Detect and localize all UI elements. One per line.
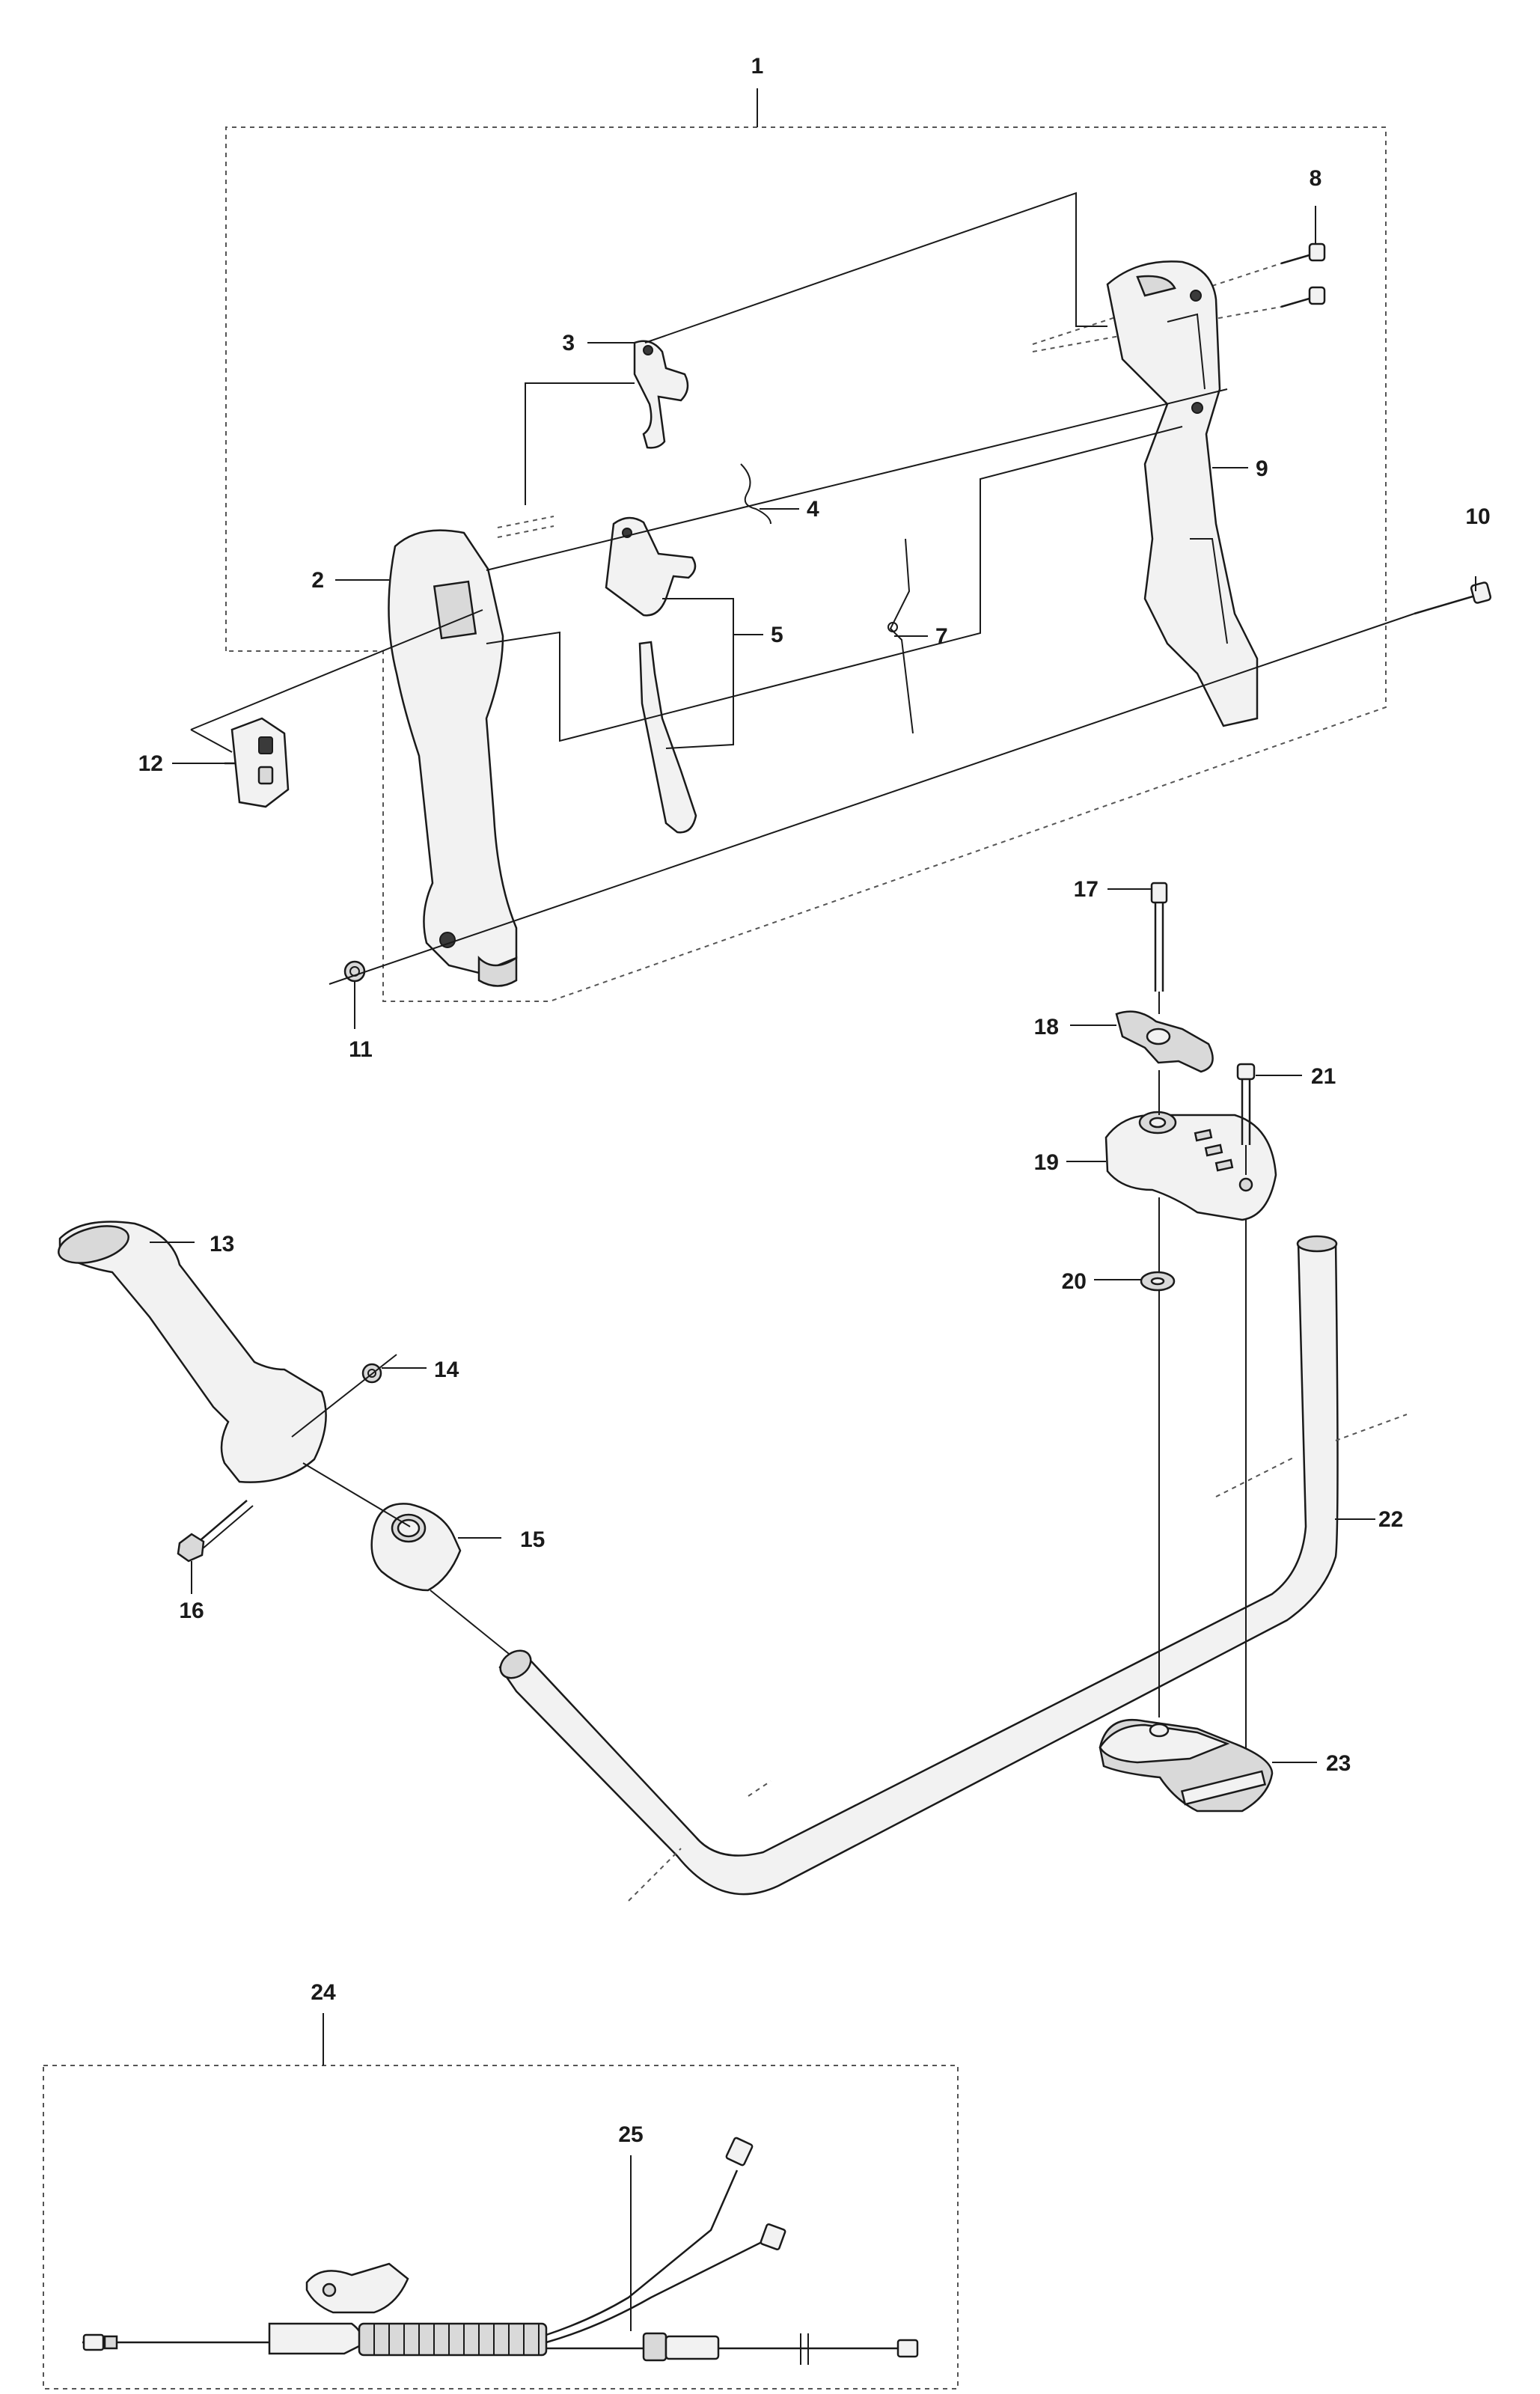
label-10: 10	[1465, 504, 1490, 529]
wing-knob	[1115, 1010, 1214, 1073]
front-grip	[58, 1221, 327, 1483]
label-7: 7	[935, 624, 948, 649]
harness-spiral-wrap	[358, 2322, 548, 2357]
upper-clamp	[1104, 1111, 1277, 1221]
rear-handle-right-half	[1106, 260, 1259, 727]
label-18: 18	[1034, 1015, 1059, 1039]
label-24: 24	[311, 1980, 336, 2005]
grip-clamp	[370, 1503, 462, 1592]
label-11: 11	[349, 1037, 373, 1062]
label-22: 22	[1378, 1507, 1403, 1532]
callout-leaders	[150, 206, 1476, 2331]
callout-labels: 1 2 3 4 5 7 8 9 10 11 12 13 14 15 16 17 …	[138, 54, 1491, 2147]
stop-switch	[224, 717, 290, 808]
throttle-trigger	[605, 516, 697, 617]
label-15: 15	[520, 1527, 545, 1552]
label-2: 2	[311, 568, 324, 593]
label-20: 20	[1062, 1269, 1087, 1294]
label-4: 4	[807, 497, 819, 522]
assembly-1-boundary	[225, 126, 1387, 1002]
throttle-lever	[638, 641, 697, 834]
label-5: 5	[771, 623, 783, 647]
throttle-lock	[633, 340, 689, 449]
label-17: 17	[1074, 877, 1099, 902]
label-13: 13	[210, 1232, 234, 1256]
label-23: 23	[1326, 1751, 1351, 1776]
rear-handle-left-half	[388, 529, 518, 987]
clamp-screw	[1236, 1063, 1256, 1145]
wiring-harness	[82, 2137, 919, 2365]
lower-clamp	[1099, 1718, 1274, 1813]
loop-handle-tube	[498, 1235, 1408, 1902]
clamp-bolt	[1150, 882, 1168, 992]
label-19: 19	[1034, 1150, 1059, 1175]
label-9: 9	[1256, 456, 1268, 481]
spring	[740, 463, 771, 525]
label-8: 8	[1310, 166, 1322, 191]
label-25: 25	[618, 2122, 643, 2147]
long-screw	[1414, 581, 1492, 615]
screw-upper	[1280, 242, 1326, 265]
label-3: 3	[562, 331, 575, 355]
label-16: 16	[179, 1598, 204, 1623]
screw-lower	[1280, 286, 1326, 308]
label-14: 14	[434, 1358, 459, 1382]
label-1: 1	[751, 54, 764, 79]
label-12: 12	[138, 751, 163, 776]
grip-bolt	[177, 1500, 254, 1563]
label-21: 21	[1311, 1064, 1336, 1089]
throttle-cable	[887, 538, 914, 734]
washer	[1140, 1271, 1176, 1292]
explode-lines-top	[190, 192, 1415, 985]
